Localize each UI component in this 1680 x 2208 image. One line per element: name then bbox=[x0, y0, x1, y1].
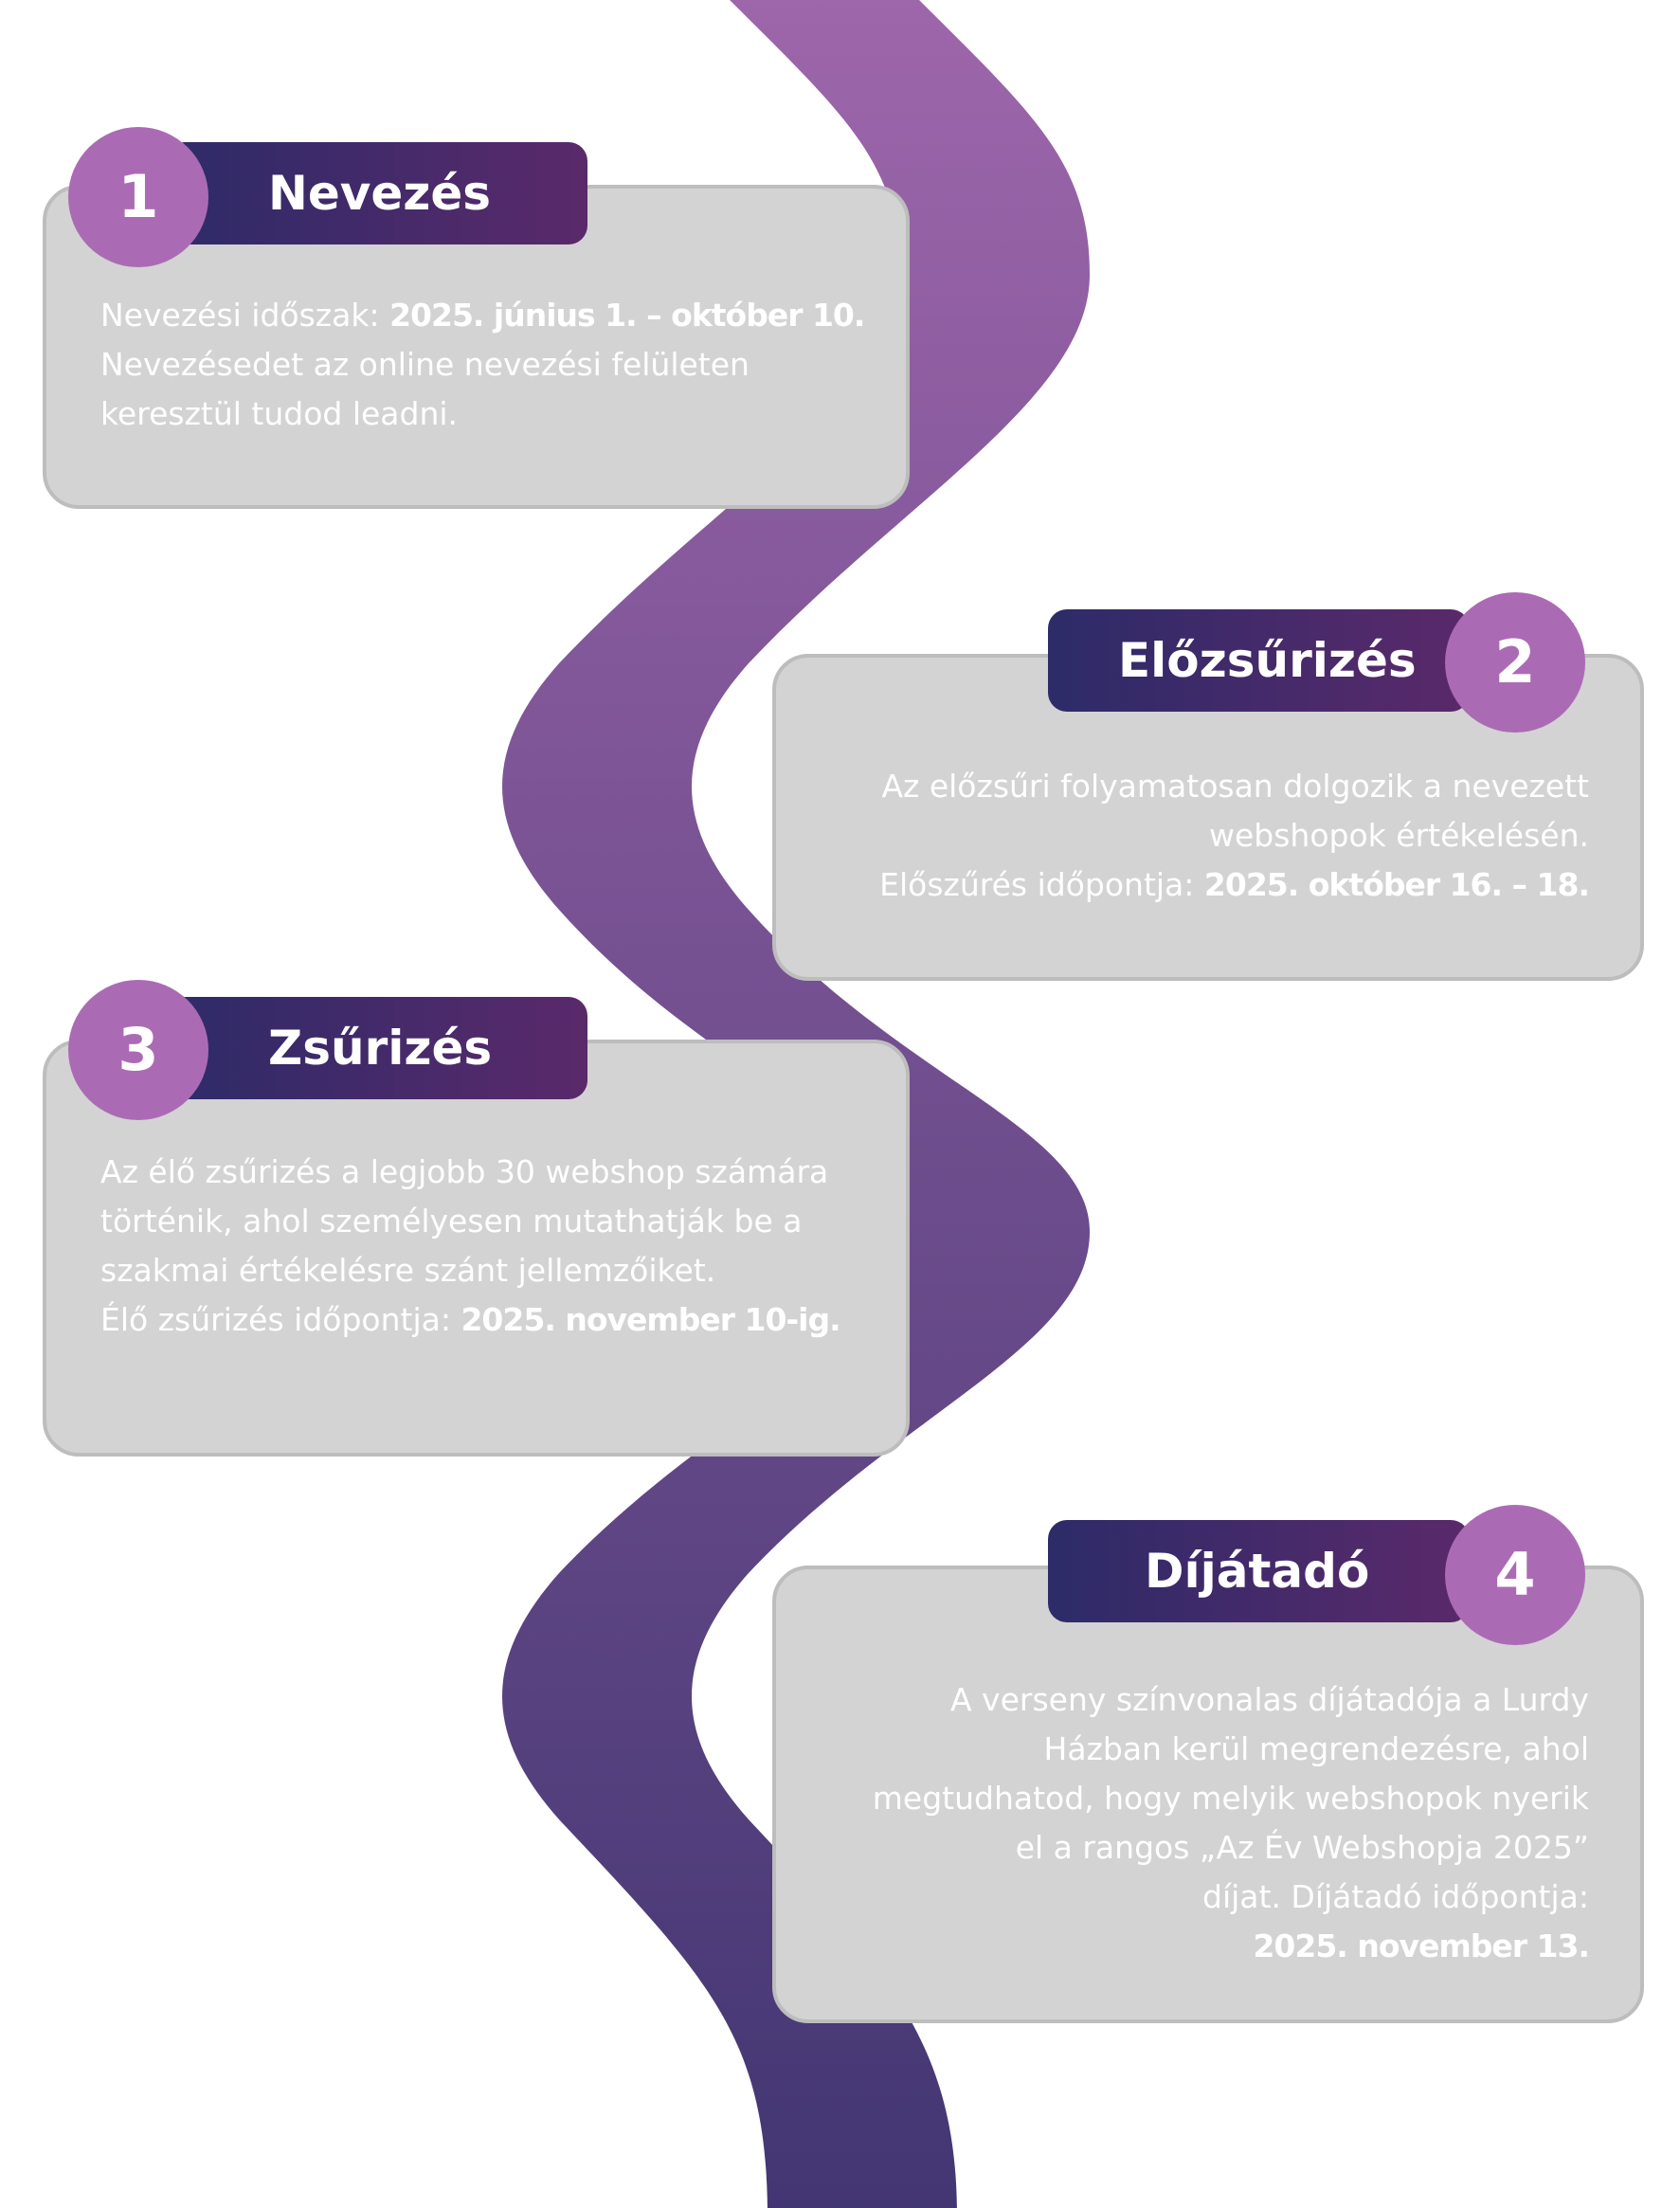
step-1-description: Nevezési időszak: 2025. június 1. – októ… bbox=[100, 291, 877, 439]
step-4-line-6: 2025. november 13. bbox=[1253, 1927, 1590, 1964]
step-2-description: Az előzsűri folyamatosan dolgozik a neve… bbox=[795, 762, 1590, 910]
step-2-title-badge: Előzsűrizés bbox=[1048, 609, 1470, 712]
step-1-number: 1 bbox=[68, 127, 208, 267]
step-4-description: A verseny színvonalas díjátadója a Lurdy… bbox=[795, 1675, 1590, 1971]
step-2-line-2: webshopok értékelésén. bbox=[1209, 817, 1589, 854]
step-4-title-badge: Díjátadó bbox=[1048, 1520, 1470, 1622]
step-4-line-4: el a rangos „Az Év Webshopja 2025” bbox=[1015, 1829, 1589, 1866]
step-4-line-3: megtudhatod, hogy melyik webshopok nyeri… bbox=[872, 1780, 1589, 1817]
step-2-number: 2 bbox=[1445, 592, 1585, 733]
step-3-line-1: Az élő zsűrizés a legjobb 30 webshop szá… bbox=[100, 1153, 829, 1190]
step-1-line-1: Nevezési időszak: 2025. június 1. – októ… bbox=[100, 297, 865, 334]
step-2-line-1: Az előzsűri folyamatosan dolgozik a neve… bbox=[881, 768, 1589, 805]
step-1-card: Nevezési időszak: 2025. június 1. – októ… bbox=[43, 185, 910, 509]
step-4-title: Díjátadó bbox=[1145, 1544, 1370, 1599]
step-2-title: Előzsűrizés bbox=[1118, 633, 1417, 688]
step-4-number: 4 bbox=[1445, 1505, 1585, 1645]
step-3-description: Az élő zsűrizés a legjobb 30 webshop szá… bbox=[100, 1148, 887, 1345]
step-3-line-3: szakmai értékelésre szánt jellemzőiket. bbox=[100, 1252, 716, 1289]
step-4-line-1: A verseny színvonalas díjátadója a Lurdy bbox=[949, 1681, 1589, 1718]
step-4-line-2: Házban kerül megrendezésre, ahol bbox=[1043, 1730, 1589, 1767]
step-2-line-3: Előszűrés időpontja: 2025. október 16. –… bbox=[879, 866, 1590, 903]
step-3-title: Zsűrizés bbox=[268, 1021, 493, 1076]
step-3-number: 3 bbox=[68, 980, 208, 1120]
step-1-line-3: keresztül tudod leadni. bbox=[100, 395, 459, 432]
step-1-line-2: Nevezésedet az online nevezési felületen bbox=[100, 346, 750, 383]
step-1-title: Nevezés bbox=[268, 166, 492, 221]
step-3-line-2: történik, ahol személyesen mutathatják b… bbox=[100, 1203, 803, 1240]
step-3-line-4: Élő zsűrizés időpontja: 2025. november 1… bbox=[100, 1301, 841, 1338]
step-3-card: Az élő zsűrizés a legjobb 30 webshop szá… bbox=[43, 1040, 910, 1457]
step-3-title-badge: Zsűrizés bbox=[166, 997, 587, 1099]
step-4-line-5: díjat. Díjátadó időpontja: bbox=[1202, 1878, 1589, 1915]
step-1-title-badge: Nevezés bbox=[166, 142, 587, 244]
